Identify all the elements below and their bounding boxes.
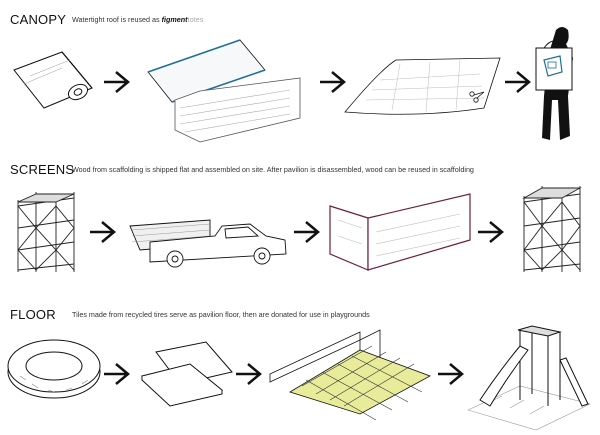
arrow-floor-1 <box>104 363 130 385</box>
section-canopy: CANOPY Watertight roof is reused as figm… <box>0 12 600 157</box>
section-caption-canopy: Watertight roof is reused as figmenttote… <box>72 15 204 24</box>
rubber-tiles-icon <box>140 341 233 407</box>
canopy-roof-icon <box>147 39 301 143</box>
section-title-floor: FLOOR <box>10 307 56 322</box>
section-title-screens: SCREENS <box>10 162 75 177</box>
section-caption-floor: Tiles made from recycled tires serve as … <box>72 310 370 319</box>
brand-name: figment <box>161 15 188 24</box>
wood-screen-icon <box>329 193 471 271</box>
tire-icon <box>7 339 101 399</box>
rolled-membrane-icon <box>13 51 93 109</box>
section-caption-screens: Wood from scaffolding is shipped flat an… <box>72 165 474 174</box>
arrow-screens-2 <box>294 221 320 243</box>
tote-bag-figure-icon <box>535 27 573 140</box>
arrow-floor-2 <box>236 363 262 385</box>
arrow-screens-3 <box>478 221 504 243</box>
arrow-canopy-2 <box>320 71 346 93</box>
arrow-floor-3 <box>438 363 464 385</box>
arrow-screens-1 <box>90 221 116 243</box>
cut-membrane-icon <box>344 57 501 115</box>
scissors-icon <box>469 91 485 103</box>
section-floor: FLOOR Tiles made from recycled tires ser… <box>0 307 600 435</box>
playground-slide-icon <box>467 325 591 431</box>
arrow-canopy-1 <box>104 71 130 93</box>
section-title-canopy: CANOPY <box>10 12 67 27</box>
tiled-floor-icon <box>269 329 431 421</box>
scaffolding-icon-left <box>17 192 75 272</box>
arrow-canopy-3 <box>505 71 531 93</box>
section-screens: SCREENS Wood from scaffolding is shipped… <box>0 162 600 292</box>
scaffolding-icon-right <box>522 186 582 272</box>
pickup-truck-icon <box>129 219 287 268</box>
